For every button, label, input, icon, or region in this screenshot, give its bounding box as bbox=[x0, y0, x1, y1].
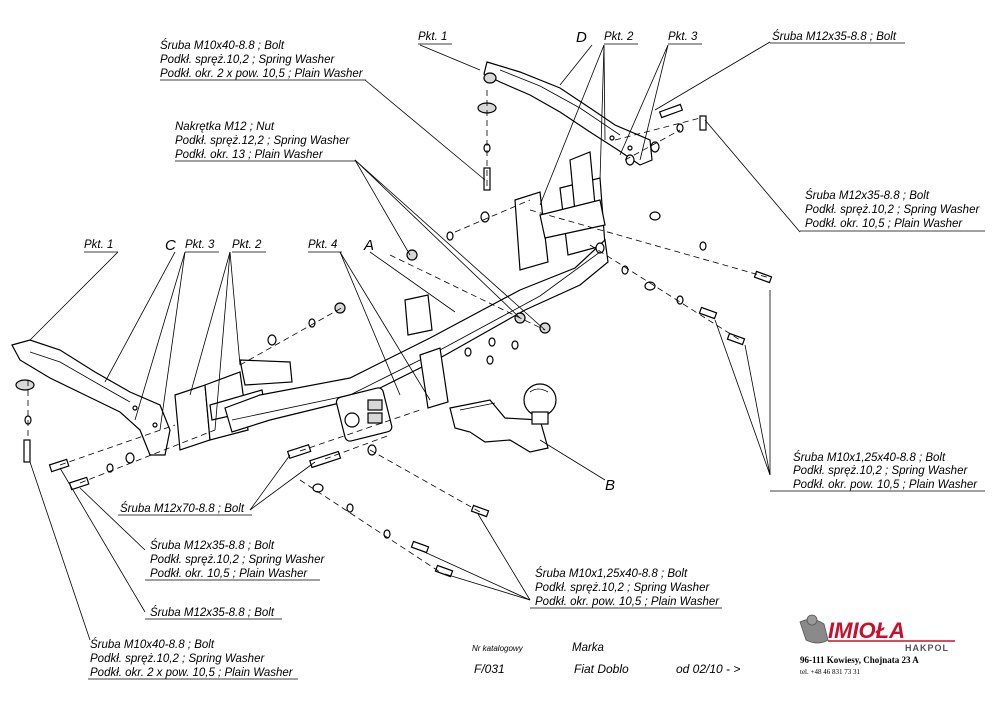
label-left-m12x35-full: Śruba M12x35-8.8 ; Bolt Podkł. spręż.10,… bbox=[145, 539, 325, 581]
pkt-label: Pkt. 1 bbox=[418, 31, 447, 43]
svg-text:Śruba M12x70-8.8 ; Bolt: Śruba M12x70-8.8 ; Bolt bbox=[120, 502, 245, 515]
ball-hitch-b bbox=[449, 399, 549, 453]
label-b: B bbox=[605, 477, 615, 494]
side-bracket-d bbox=[483, 61, 653, 166]
svg-text:Śruba M12x35-8.8 ; Bolt: Śruba M12x35-8.8 ; Bolt bbox=[805, 189, 930, 202]
bolt bbox=[48, 458, 70, 473]
svg-text:IMIOŁA: IMIOŁA bbox=[828, 618, 905, 643]
svg-text:Podkł. spręż.12,2 ; Spring Was: Podkł. spręż.12,2 ; Spring Washer bbox=[175, 135, 350, 147]
left-mount-plate bbox=[174, 384, 211, 451]
svg-text:od 02/10 - >: od 02/10 - > bbox=[676, 662, 740, 676]
svg-text:Podkł. okr. 13 ; Plain Washer: Podkł. okr. 13 ; Plain Washer bbox=[175, 149, 324, 161]
bolt bbox=[658, 103, 684, 119]
pkt-label: Pkt. 4 bbox=[308, 239, 337, 251]
svg-text:96-111 Kowiesy, Chojnata 23 A: 96-111 Kowiesy, Chojnata 23 A bbox=[800, 655, 919, 665]
svg-text:F/031: F/031 bbox=[474, 662, 505, 676]
svg-text:Śruba M10x40-8.8 ; Bolt: Śruba M10x40-8.8 ; Bolt bbox=[160, 39, 285, 52]
svg-text:tel. +48 46 831 73 31: tel. +48 46 831 73 31 bbox=[800, 668, 860, 676]
pkt-label: Pkt. 1 bbox=[84, 239, 113, 251]
pkt-label: Pkt. 3 bbox=[185, 239, 215, 251]
svg-text:Podkł. spręż.10,2 ; Spring Was: Podkł. spręż.10,2 ; Spring Washer bbox=[805, 204, 980, 216]
side-bracket-c bbox=[11, 339, 171, 456]
label-nut-m12: Nakrętka M12 ; Nut Podkł. spręż.12,2 ; S… bbox=[175, 121, 355, 162]
label-m12x70: Śruba M12x70-8.8 ; Bolt bbox=[118, 502, 252, 516]
leader-lines bbox=[29, 41, 801, 641]
pkt-label: Pkt. 2 bbox=[232, 239, 262, 251]
right-mount-plate bbox=[514, 191, 549, 271]
label-top-left-bolt: Śruba M10x40-8.8 ; Bolt Podkł. spręż.10,… bbox=[160, 39, 366, 81]
svg-text:Podkł. okr. 2 x pow. 10,5 ; Pl: Podkł. okr. 2 x pow. 10,5 ; Plain Washer bbox=[160, 68, 364, 80]
svg-text:Podkł. okr. pow. 10,5 ; Plain: Podkł. okr. pow. 10,5 ; Plain Washer bbox=[793, 479, 978, 491]
svg-text:Podkł. okr. pow. 10,5 ; Plain: Podkł. okr. pow. 10,5 ; Plain Washer bbox=[535, 596, 720, 608]
svg-text:Podkł. okr. 10,5 ; Plain Washe: Podkł. okr. 10,5 ; Plain Washer bbox=[805, 218, 963, 230]
label-left-m12x35: Śruba M12x35-8.8 ; Bolt bbox=[145, 606, 282, 620]
company-logo: IMIOŁA HAKPOL 96-111 Kowiesy, Chojnata 2… bbox=[799, 614, 955, 676]
svg-text:Nakrętka M12 ; Nut: Nakrętka M12 ; Nut bbox=[175, 121, 275, 133]
svg-text:Podkł. spręż.10,2 ; Spring Was: Podkł. spręż.10,2 ; Spring Washer bbox=[793, 465, 968, 477]
svg-text:Śruba M12x35-8.8 ; Bolt: Śruba M12x35-8.8 ; Bolt bbox=[150, 539, 275, 552]
label-center-lower-bolt: Śruba M10x1,25x40-8.8 ; Bolt Podkł. sprę… bbox=[530, 567, 722, 609]
label-bottom-left-bolt: Śruba M10x40-8.8 ; Bolt Podkł. spręż.10,… bbox=[88, 638, 298, 680]
svg-text:Śruba M10x1,25x40-8.8 ; Bolt: Śruba M10x1,25x40-8.8 ; Bolt bbox=[793, 451, 946, 464]
label-right-bolt: Śruba M12x35-8.8 ; Bolt Podkł. spręż.10,… bbox=[800, 189, 985, 232]
svg-text:Marka: Marka bbox=[572, 642, 604, 654]
svg-text:Podkł. spręż.10,2 ; Spring Was: Podkł. spręż.10,2 ; Spring Washer bbox=[160, 54, 335, 66]
label-top-right-bolt: Śruba M12x35-8.8 ; Bolt bbox=[770, 30, 905, 44]
pkt-label: Pkt. 2 bbox=[604, 31, 634, 43]
svg-text:Śruba M12x35-8.8 ; Bolt: Śruba M12x35-8.8 ; Bolt bbox=[772, 30, 897, 43]
crossbar-a bbox=[224, 238, 609, 433]
svg-text:Podkł. spręż.10,2 ; Spring Was: Podkł. spręż.10,2 ; Spring Washer bbox=[535, 582, 710, 594]
svg-text:Śruba M10x1,25x40-8.8 ; Bolt: Śruba M10x1,25x40-8.8 ; Bolt bbox=[535, 567, 688, 580]
svg-text:Nr katalogowy: Nr katalogowy bbox=[472, 644, 524, 653]
svg-text:Podkł. okr. 2 x pow. 10,5 ; Pl: Podkł. okr. 2 x pow. 10,5 ; Plain Washer bbox=[90, 667, 294, 679]
svg-text:Fiat Doblo: Fiat Doblo bbox=[574, 662, 629, 676]
svg-text:Śruba M12x35-8.8 ; Bolt: Śruba M12x35-8.8 ; Bolt bbox=[150, 606, 275, 619]
svg-text:Podkł. spręż.10,2 ; Spring Was: Podkł. spręż.10,2 ; Spring Washer bbox=[150, 554, 325, 566]
pkt-label: Pkt. 3 bbox=[668, 31, 698, 43]
title-block: Nr katalogowy F/031 Marka Fiat Doblo od … bbox=[472, 642, 740, 676]
label-a: A bbox=[363, 237, 374, 254]
label-c: C bbox=[165, 237, 176, 254]
label-d: D bbox=[576, 29, 587, 46]
label-right-lower-bolt: Śruba M10x1,25x40-8.8 ; Bolt Podkł. sprę… bbox=[770, 451, 985, 492]
svg-text:Śruba M10x40-8.8 ; Bolt: Śruba M10x40-8.8 ; Bolt bbox=[90, 638, 215, 651]
svg-text:Podkł. spręż.10,2 ; Spring Was: Podkł. spręż.10,2 ; Spring Washer bbox=[90, 653, 265, 665]
svg-text:Podkł. okr. 10,5 ; Plain Washe: Podkł. okr. 10,5 ; Plain Washer bbox=[150, 568, 308, 580]
svg-text:HAKPOL: HAKPOL bbox=[905, 643, 949, 653]
